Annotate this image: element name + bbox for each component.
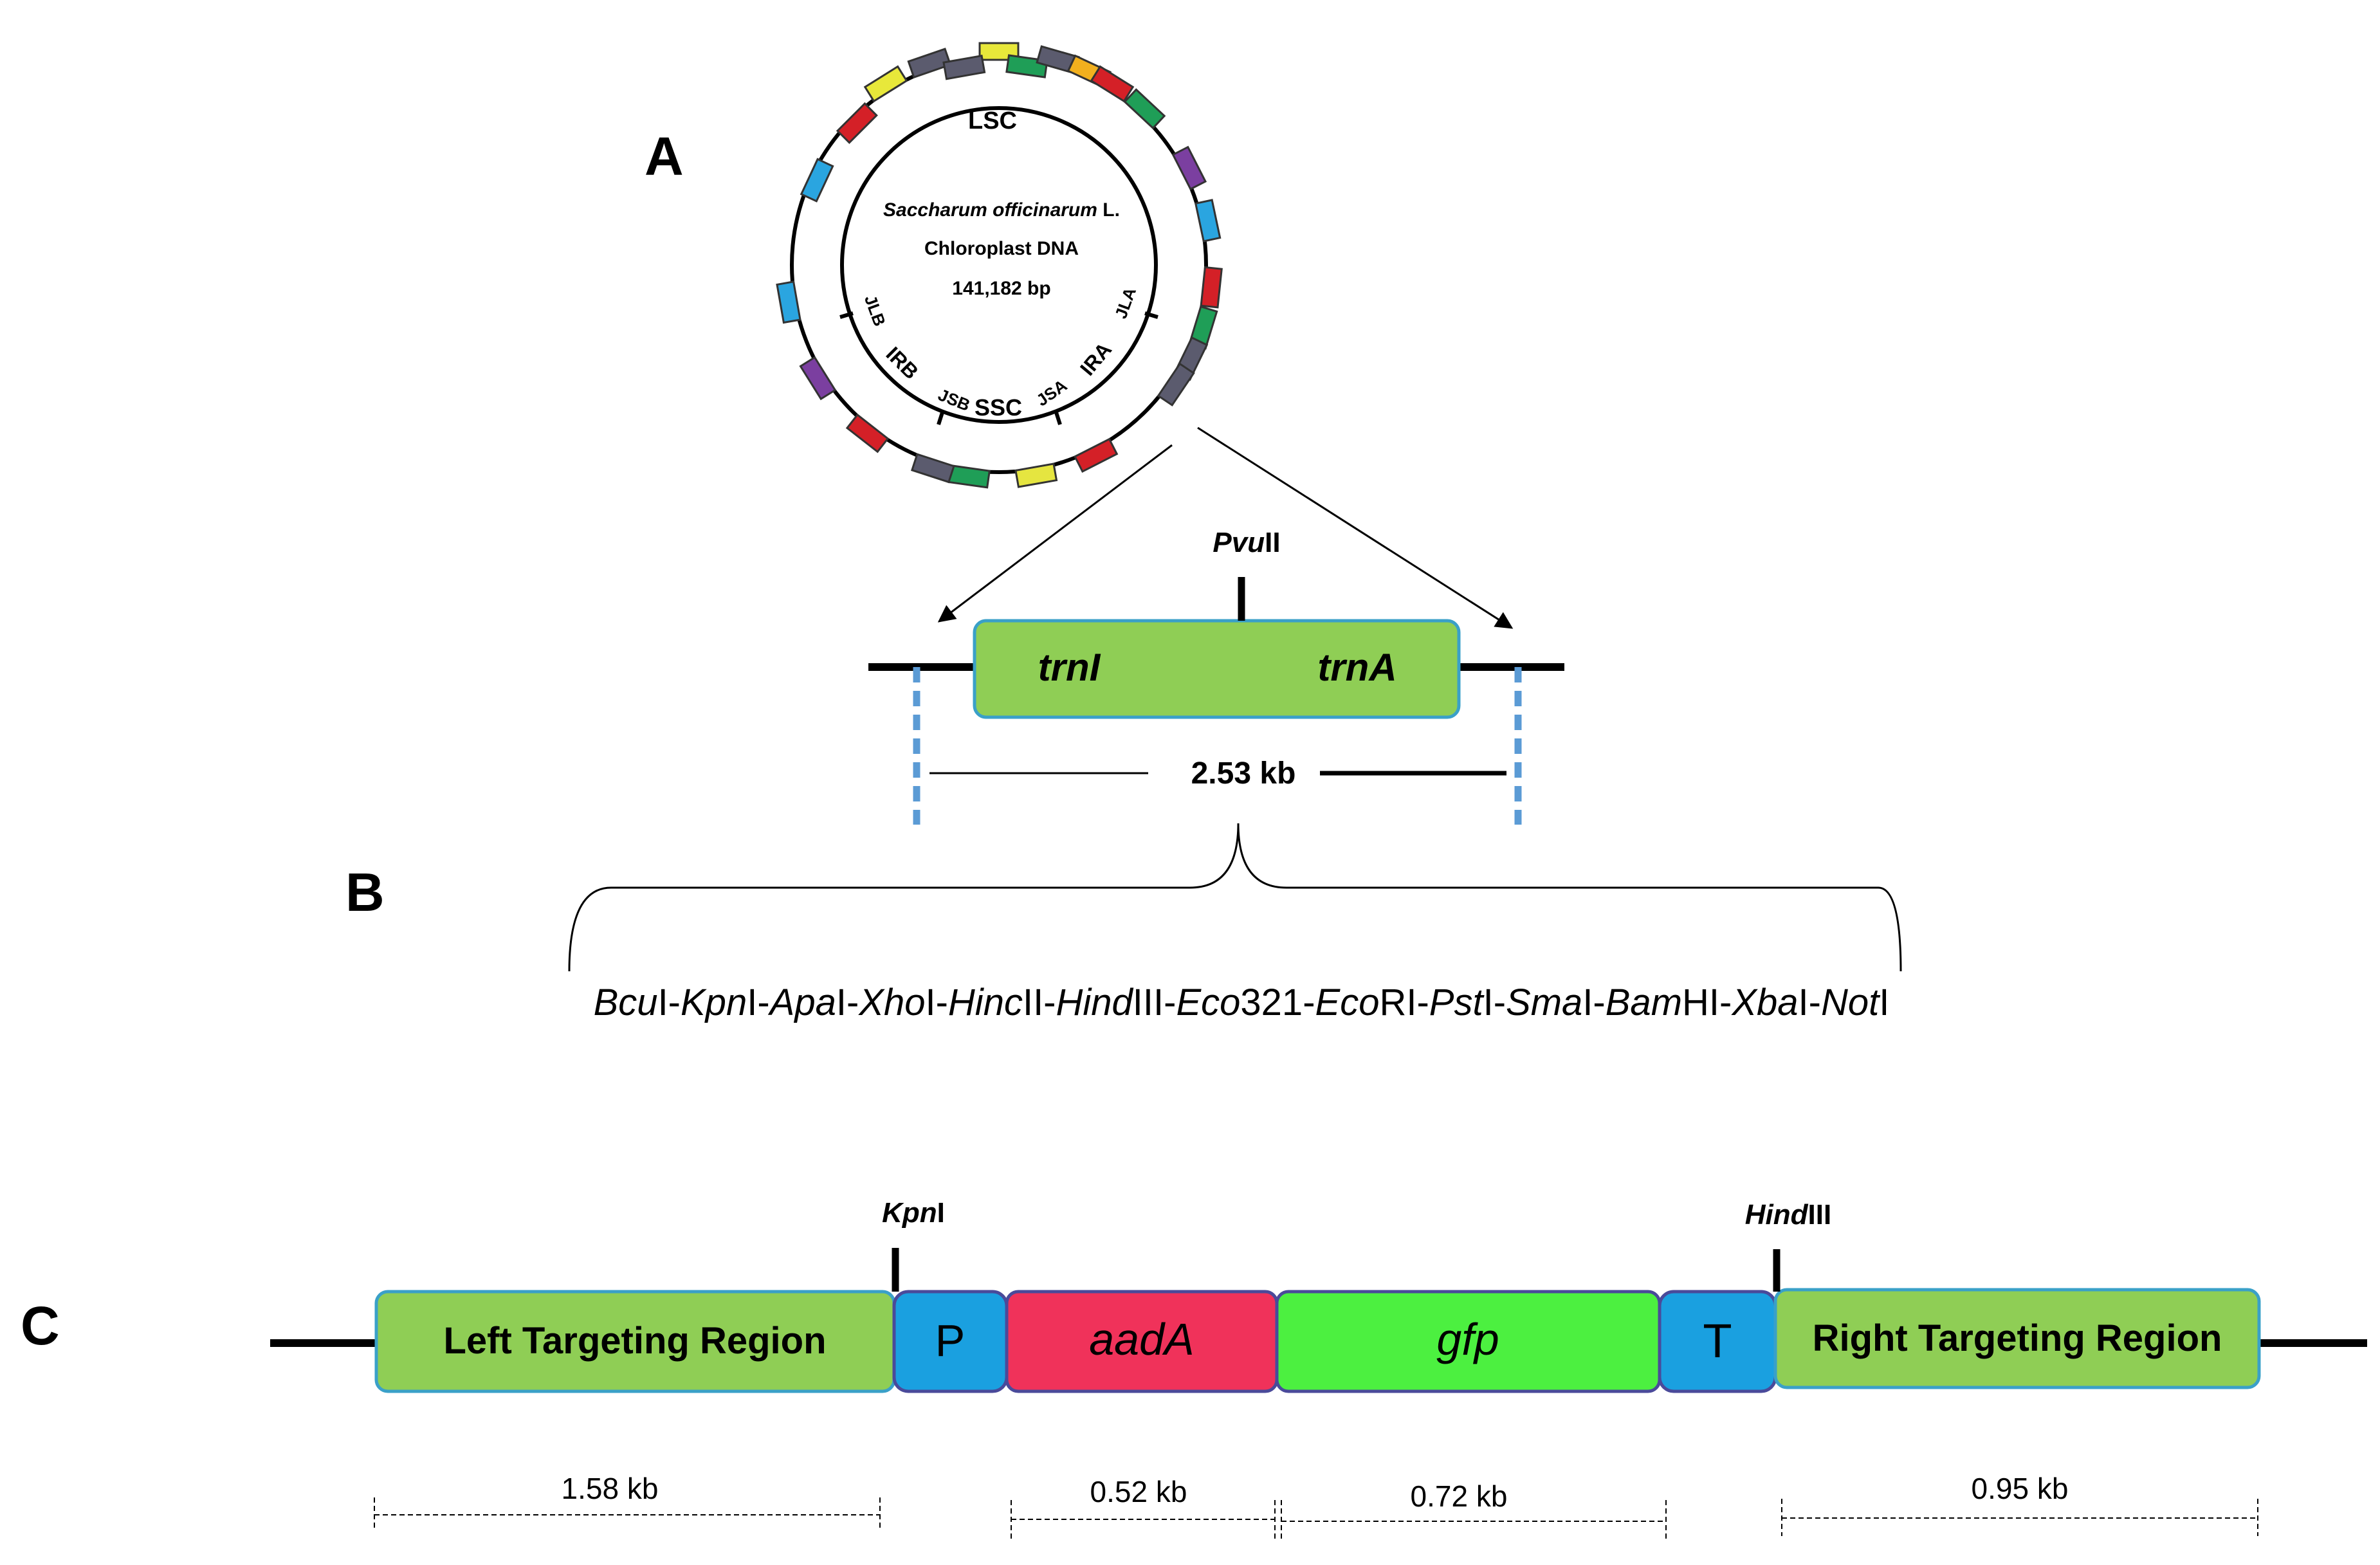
dna-type-label: Chloroplast DNA [924,238,1079,259]
zoom-arrow-left [937,444,1173,623]
genome-size-label: 141,182 bp [952,278,1050,299]
size-scale-aadA: 0.52 kb [1011,1475,1276,1539]
pvuII-label: PvuII [1213,527,1280,558]
organism-name: Saccharum officinarum L. [883,199,1120,221]
mcs-site-roman: 321- [1240,982,1315,1023]
size-label-aadA: 0.52 kb [1090,1475,1187,1508]
gene-box [776,280,801,324]
size-scale-right: 0.95 kb [1781,1472,2258,1536]
junction-tick-jsa [1054,410,1062,425]
mcs-site-italic: Eco [1315,982,1380,1023]
mcs-site-roman: I [1879,982,1889,1023]
right-targeting-region-box [1773,1288,2261,1389]
mcs-site-italic: Hinc [948,982,1023,1023]
gene-box [947,464,991,489]
gene-box [907,48,952,79]
mcs-site-roman: I- [1799,982,1821,1023]
right-targeting-region-label: Right Targeting Region [1813,1317,2222,1359]
panel-label-b: B [345,862,385,922]
gene-box [863,65,908,103]
aadA-label: aadA [1089,1314,1194,1364]
region-label-lsc: LSC [968,107,1017,134]
mcs-site-roman: I- [925,982,947,1023]
hindIII-label-italic: Hind [1745,1199,1809,1231]
mcs-site-italic: Bcu [594,982,658,1023]
mcs-site-roman: RI- [1379,982,1429,1023]
multiple-cloning-site-sequence: BcuI-KpnI-ApaI-XhoI-HincII-HindIII-Eco32… [594,982,1890,1023]
mcs-bracket [568,823,1902,972]
hindIII-label: HindIII [1745,1199,1831,1231]
insert-length-label: 2.53 kb [1191,756,1296,791]
left-targeting-region-label: Left Targeting Region [443,1320,826,1362]
junction-tick-jla [1144,311,1158,319]
panel-label-c: C [21,1295,60,1356]
size-scale-gfp: 0.72 kb [1281,1479,1667,1541]
gene-box [1090,65,1135,103]
size-scale-left: 1.58 kb [374,1472,881,1531]
terminator-label: T [1703,1314,1732,1368]
mcs-site-italic: Kpn [681,982,747,1023]
gene-box [1014,462,1058,488]
mcs-site-italic: Xho [857,982,925,1023]
kpnI-label: KpnI [882,1197,945,1229]
mcs-site-italic: Hind [1056,982,1134,1023]
kpnI-label-italic: Kpn [882,1197,937,1229]
gene-box [1171,145,1207,190]
pvuII-label-italic: Pvu [1213,527,1265,558]
pvuII-label-roman: II [1265,527,1280,558]
gene-boxes [776,42,1223,489]
gene-box [1157,362,1195,407]
junction-tick-jsb [937,410,945,425]
panel-label-a: A [645,126,684,187]
gene-box [800,158,834,203]
gene-box [1200,266,1223,309]
size-label-right: 0.95 kb [1972,1472,2069,1505]
organism-genus-species: Saccharum officinarum [883,199,1097,221]
gene-label-trnA: trnA [1317,646,1396,689]
gene-box [1074,437,1119,473]
size-label-left: 1.58 kb [562,1472,659,1505]
junction-label-jla: JLA [1111,285,1140,322]
mcs-site-roman: II- [1023,982,1056,1023]
junction-label-jsa: JSA [1033,376,1071,410]
chloroplast-genome-map: LSC Saccharum officinarum L. Chloroplast… [776,42,1223,489]
zoom-arrow-right [1197,426,1514,629]
gene-box [942,54,986,80]
organism-authority: L. [1097,199,1120,221]
gene-box [1123,88,1166,130]
mcs-site-italic: Pst [1429,982,1485,1023]
promoter-label: P [935,1315,966,1366]
mcs-site-italic: Apa [768,982,836,1023]
kpnI-label-roman: I [937,1197,945,1229]
gfp-label: gfp [1436,1314,1499,1364]
gene-box [1194,199,1222,243]
gene-box [836,102,878,144]
gene-box [910,453,955,484]
mcs-site-roman: I- [658,982,681,1023]
gene-label-trnI: trnI [1038,646,1101,689]
mcs-site-roman: I- [1582,982,1605,1023]
mcs-site-italic: Eco [1176,982,1240,1023]
mcs-site-italic: Xba [1730,982,1798,1023]
mcs-site-italic: Bam [1606,982,1682,1023]
mcs-site-roman: I- [747,982,769,1023]
junction-label-jlb: JLB [861,293,890,329]
trnI-trnA-box [973,619,1461,719]
junction-tick-jlb [839,311,854,319]
mcs-site-roman: HI- [1682,982,1732,1023]
mcs-site-italic: Not [1821,982,1881,1023]
region-label-ssc: SSC [975,394,1022,421]
mcs-site-roman: III- [1133,982,1176,1023]
mcs-site-italic: Sma [1506,982,1582,1023]
mcs-site-roman: I- [1483,982,1506,1023]
inner-ring [840,106,1158,424]
mcs-site-roman: I- [836,982,859,1023]
gene-box [845,413,890,453]
hindIII-label-roman: III [1808,1199,1832,1231]
size-label-gfp: 0.72 kb [1411,1479,1508,1513]
insertion-site: trnI trnA PvuII 2.53 kb [868,527,1564,825]
gene-box [799,356,837,401]
